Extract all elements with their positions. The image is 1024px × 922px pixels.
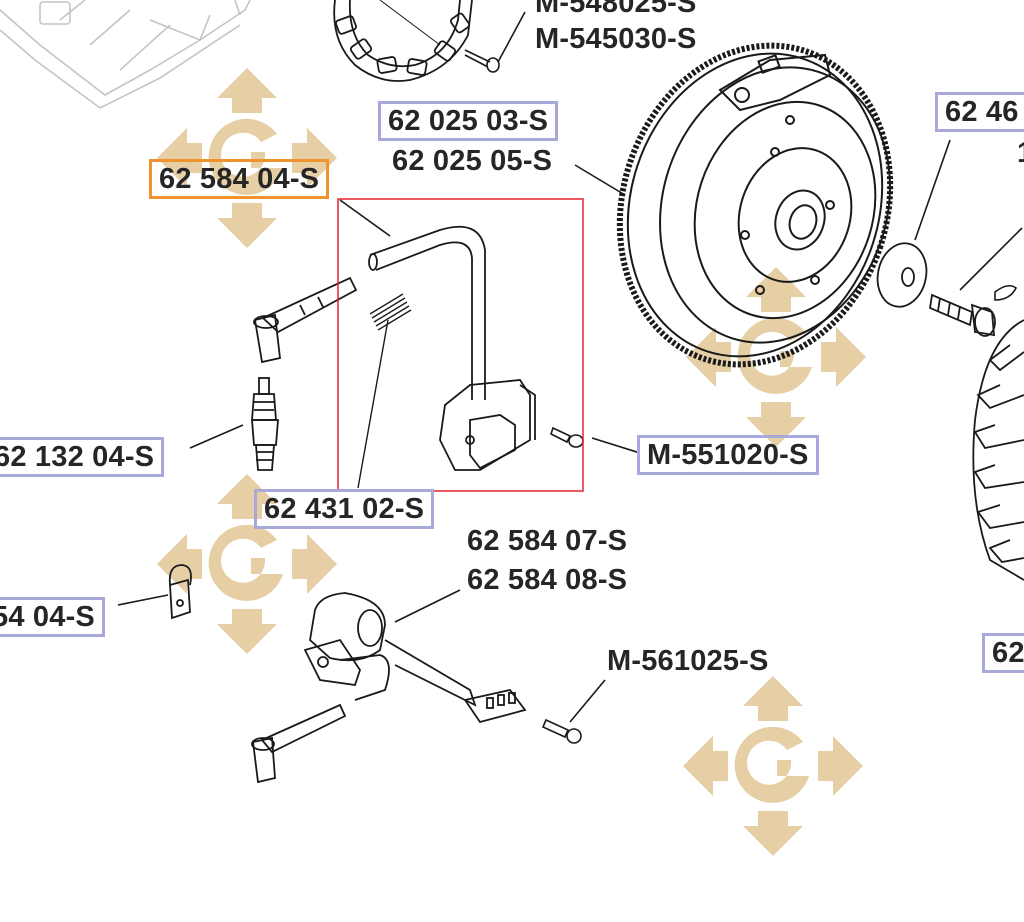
watermark-logo-icon xyxy=(157,68,337,248)
part-label: 1 xyxy=(1015,136,1024,170)
part-label-highlighted[interactable]: 62 584 04-S xyxy=(149,159,330,199)
engine-block xyxy=(0,0,251,109)
lower-plug-cap xyxy=(251,703,347,784)
part-label: M-548025-S xyxy=(535,0,697,19)
part-label-boxed[interactable]: 62 46 xyxy=(935,92,1024,132)
part-label-boxed[interactable]: 62 132 04-S xyxy=(0,437,165,477)
flywheel xyxy=(616,42,894,368)
spring xyxy=(357,293,412,489)
stator xyxy=(333,0,473,82)
spark-plug-cap xyxy=(253,276,358,364)
part-label: M-561025-S xyxy=(607,645,769,677)
part-label: 62 584 07-S xyxy=(467,525,628,557)
selected-part-highlight-box xyxy=(337,198,584,492)
part-label-boxed[interactable]: M-551020-S xyxy=(637,435,819,475)
ignition-coil xyxy=(368,225,536,471)
part-label-boxed[interactable]: 62 431 02-S xyxy=(254,489,435,529)
flywheel-bolt xyxy=(929,293,996,337)
spark-plug xyxy=(251,377,279,471)
watermark-logo-icon xyxy=(686,267,866,447)
part-label: M-545030-S xyxy=(535,23,697,55)
cooling-fan xyxy=(972,319,1024,581)
watermark-logo-icon xyxy=(683,676,863,856)
part-label-boxed[interactable]: 54 04-S xyxy=(0,597,105,637)
part-label: 62 025 05-S xyxy=(392,145,553,177)
wire-clip xyxy=(168,564,192,620)
coil-screw xyxy=(550,426,584,448)
part-label-boxed[interactable]: 62 xyxy=(982,633,1024,673)
leader-lines xyxy=(117,139,1023,723)
lower-screw xyxy=(541,718,582,744)
flywheel-key xyxy=(994,284,1018,301)
ignition-module xyxy=(303,592,527,724)
part-label-boxed[interactable]: 62 025 03-S xyxy=(378,101,559,141)
stator-screw xyxy=(464,11,526,73)
flywheel-washer xyxy=(876,242,928,308)
part-label: 62 584 08-S xyxy=(467,564,628,596)
